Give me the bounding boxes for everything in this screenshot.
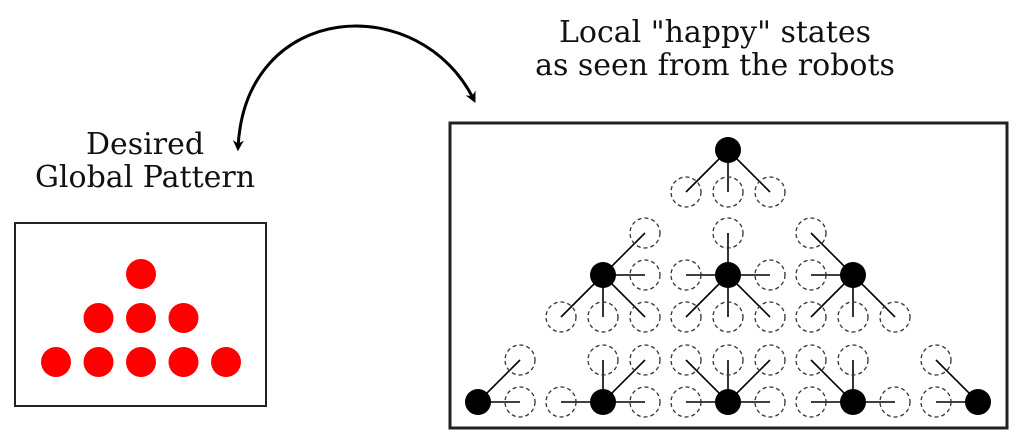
local-caption-line-2: as seen from the robots (535, 48, 895, 83)
neighbor-slot (712, 301, 744, 333)
robot-node (965, 389, 991, 415)
robot-node (840, 389, 866, 415)
pattern-dot (126, 347, 156, 377)
neighbor-slot (504, 344, 536, 376)
neighbor-slot (629, 259, 661, 291)
robot-node (590, 389, 616, 415)
neighbor-slot (587, 344, 619, 376)
neighbor-slot (837, 301, 869, 333)
robot-state (795, 217, 911, 333)
neighbor-slot (879, 386, 911, 418)
double-headed-arrow (232, 24, 476, 152)
neighbor-slot (712, 217, 744, 249)
global-caption-line-1: Desired (85, 127, 205, 162)
robot-node (465, 389, 491, 415)
neighbor-slot (754, 301, 786, 333)
neighbor-slot (629, 386, 661, 418)
robot-state (920, 344, 991, 418)
pattern-dot (211, 347, 241, 377)
local-states-group (465, 137, 991, 418)
neighbor-slot (712, 344, 744, 376)
neighbor-slot (712, 176, 744, 208)
neighbor-slot (670, 259, 702, 291)
robot-state (545, 217, 661, 333)
neighbor-slot (754, 386, 786, 418)
neighbor-slot (754, 259, 786, 291)
pattern-dot (83, 347, 114, 377)
robot-state (545, 344, 661, 418)
neighbor-slot (629, 301, 661, 333)
robot-node (590, 262, 616, 288)
neighbor-slot (670, 301, 702, 333)
neighbor-slot (629, 217, 661, 249)
neighbor-slot (795, 301, 827, 333)
pattern-dot (83, 303, 114, 333)
robot-node (715, 389, 741, 415)
robot-state (465, 344, 536, 418)
robot-node (715, 137, 741, 163)
global-pattern-caption: Desired Global Pattern (0, 128, 290, 194)
neighbor-slot (504, 386, 536, 418)
neighbor-slot (587, 301, 619, 333)
robot-node (840, 262, 866, 288)
neighbor-slot (795, 386, 827, 418)
pattern-dot (41, 347, 71, 377)
local-caption-line-1: Local "happy" states (558, 15, 872, 50)
pattern-dot (126, 259, 156, 289)
robot-state (670, 137, 786, 208)
robot-state (670, 344, 786, 418)
neighbor-slot (545, 386, 577, 418)
neighbor-slot (795, 259, 827, 291)
neighbor-slot (545, 301, 577, 333)
neighbor-slot (795, 344, 827, 376)
pattern-dot (168, 303, 199, 333)
pattern-dot (126, 303, 156, 333)
neighbor-slot (670, 176, 702, 208)
neighbor-slot (879, 301, 911, 333)
neighbor-slot (920, 386, 952, 418)
neighbor-slot (795, 217, 827, 249)
pattern-dot (168, 347, 199, 377)
neighbor-slot (670, 386, 702, 418)
robot-state (795, 344, 911, 418)
neighbor-slot (670, 344, 702, 376)
local-states-caption: Local "happy" states as seen from the ro… (480, 16, 950, 82)
neighbor-slot (837, 344, 869, 376)
global-caption-line-2: Global Pattern (34, 160, 256, 195)
robot-state (670, 217, 786, 333)
robot-node (715, 262, 741, 288)
neighbor-slot (754, 176, 786, 208)
neighbor-slot (754, 344, 786, 376)
neighbor-slot (629, 344, 661, 376)
neighbor-slot (920, 344, 952, 376)
global-pattern-dots (41, 259, 241, 377)
